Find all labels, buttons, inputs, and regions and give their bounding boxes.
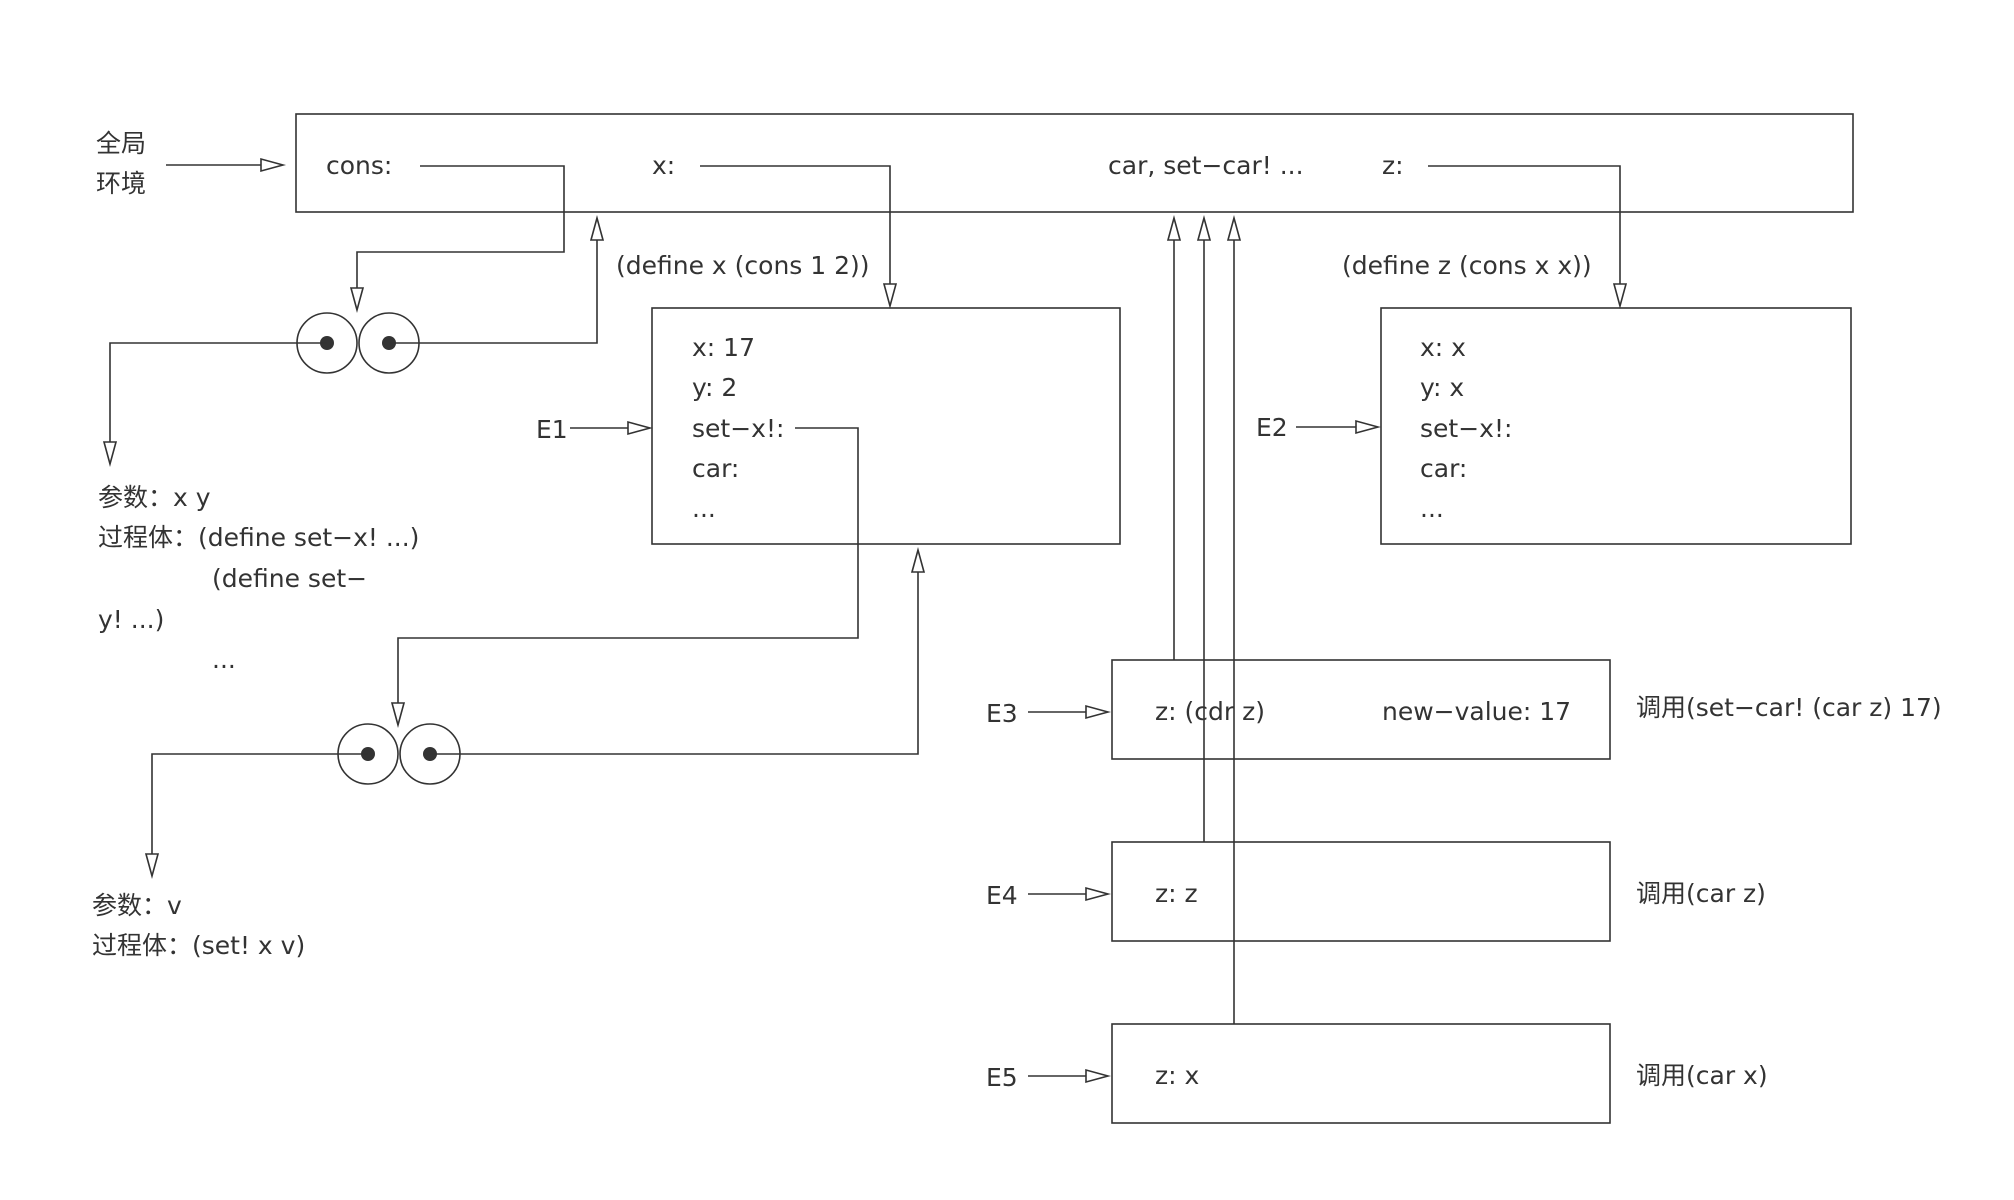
z-pointer bbox=[1428, 165, 1628, 310]
e3-binding-z: z: (cdr z) bbox=[1155, 697, 1265, 726]
cons-params: 参数：x y bbox=[98, 483, 211, 512]
arrow-head bbox=[589, 214, 605, 241]
e2-binding-x: x: x bbox=[1420, 333, 1466, 362]
e1-label: E1 bbox=[536, 415, 568, 444]
arrow-head bbox=[1612, 283, 1628, 310]
e1-binding-setx: set−x!: bbox=[692, 414, 784, 443]
binding-x: x: bbox=[652, 151, 675, 180]
arrow-head bbox=[1166, 214, 1182, 241]
environment-e3: E3 z: (cdr z) new−value: 17 调用(set−car! … bbox=[986, 659, 1942, 760]
x-pointer bbox=[700, 165, 898, 310]
cons-pointer bbox=[349, 165, 565, 314]
arrow-head bbox=[390, 702, 406, 729]
e3-call: 调用(set−car! (car z) 17) bbox=[1636, 693, 1942, 722]
e5-binding-z: z: x bbox=[1155, 1061, 1199, 1090]
e1-binding-car: car: bbox=[692, 454, 739, 483]
global-env-label-line2: 环境 bbox=[96, 169, 146, 198]
arrow-head bbox=[1196, 214, 1212, 241]
arrow-head bbox=[1085, 886, 1112, 902]
arrow-head bbox=[349, 287, 365, 314]
arrow-head bbox=[144, 853, 160, 880]
binding-builtins: car, set−car! ... bbox=[1108, 151, 1304, 180]
environment-e1: E1 x: 17 y: 2 set−x!: car: ... bbox=[536, 307, 1121, 545]
setx-params: 参数：v bbox=[92, 891, 182, 920]
e2-label: E2 bbox=[1256, 413, 1288, 442]
e5-frame bbox=[1111, 1023, 1611, 1124]
e4-label: E4 bbox=[986, 881, 1018, 910]
e3-parent-pointer bbox=[1166, 214, 1182, 660]
cons-body-line2: (define set− bbox=[212, 564, 367, 593]
arrow-head bbox=[1085, 1068, 1112, 1084]
e5-label: E5 bbox=[986, 1063, 1018, 1092]
global-environment: 全局 环境 cons: x: car, set−car! ... z: bbox=[96, 113, 1854, 213]
e2-binding-y: y: x bbox=[1420, 373, 1464, 402]
e1-frame bbox=[651, 307, 1121, 545]
setx-pointer bbox=[390, 427, 859, 729]
e2-binding-setx: set−x!: bbox=[1420, 414, 1512, 443]
e1-binding-y: y: 2 bbox=[692, 373, 737, 402]
setx-body: 过程体：(set! x v) bbox=[92, 931, 305, 960]
environment-e5: E5 z: x 调用(car x) bbox=[986, 1023, 1768, 1124]
e2-binding-car: car: bbox=[1420, 454, 1467, 483]
cons-procedure-object bbox=[102, 214, 605, 468]
environment-e4: E4 z: z 调用(car z) bbox=[986, 841, 1766, 942]
arrow-head bbox=[910, 546, 926, 573]
e4-frame bbox=[1111, 841, 1611, 942]
binding-z: z: bbox=[1382, 151, 1404, 180]
e4-call: 调用(car z) bbox=[1636, 879, 1766, 908]
e1-binding-x: x: 17 bbox=[692, 333, 755, 362]
global-env-label-line1: 全局 bbox=[96, 129, 146, 158]
annotation-define-z: (define z (cons x x)) bbox=[1342, 251, 1592, 280]
arrow-head bbox=[627, 420, 654, 436]
e4-parent-pointer bbox=[1196, 214, 1212, 842]
e4-binding-z: z: z bbox=[1155, 879, 1198, 908]
arrow-head bbox=[882, 283, 898, 310]
e2-binding-more: ... bbox=[1420, 494, 1444, 523]
e5-call: 调用(car x) bbox=[1636, 1061, 1768, 1090]
cons-body-line1: 过程体：(define set−x! ...) bbox=[98, 523, 419, 552]
e5-parent-pointer bbox=[1226, 214, 1242, 1024]
arrow-head bbox=[1355, 419, 1382, 435]
e3-label: E3 bbox=[986, 699, 1018, 728]
cons-body-line3: y! ...) bbox=[98, 605, 164, 634]
arrow-head bbox=[102, 441, 118, 468]
setx-procedure-object bbox=[144, 546, 926, 880]
binding-cons: cons: bbox=[326, 151, 392, 180]
e3-binding-new-value: new−value: 17 bbox=[1382, 697, 1571, 726]
e2-frame bbox=[1380, 307, 1852, 545]
global-env-frame bbox=[295, 113, 1854, 213]
annotation-define-x: (define x (cons 1 2)) bbox=[616, 251, 870, 280]
environment-e2: E2 x: x y: x set−x!: car: ... bbox=[1256, 307, 1852, 545]
e3-frame bbox=[1111, 659, 1611, 760]
cons-body-line4: ... bbox=[212, 645, 236, 674]
e1-binding-more: ... bbox=[692, 494, 716, 523]
arrow-head bbox=[1226, 214, 1242, 241]
arrow-head bbox=[260, 157, 287, 173]
arrow-head bbox=[1085, 704, 1112, 720]
